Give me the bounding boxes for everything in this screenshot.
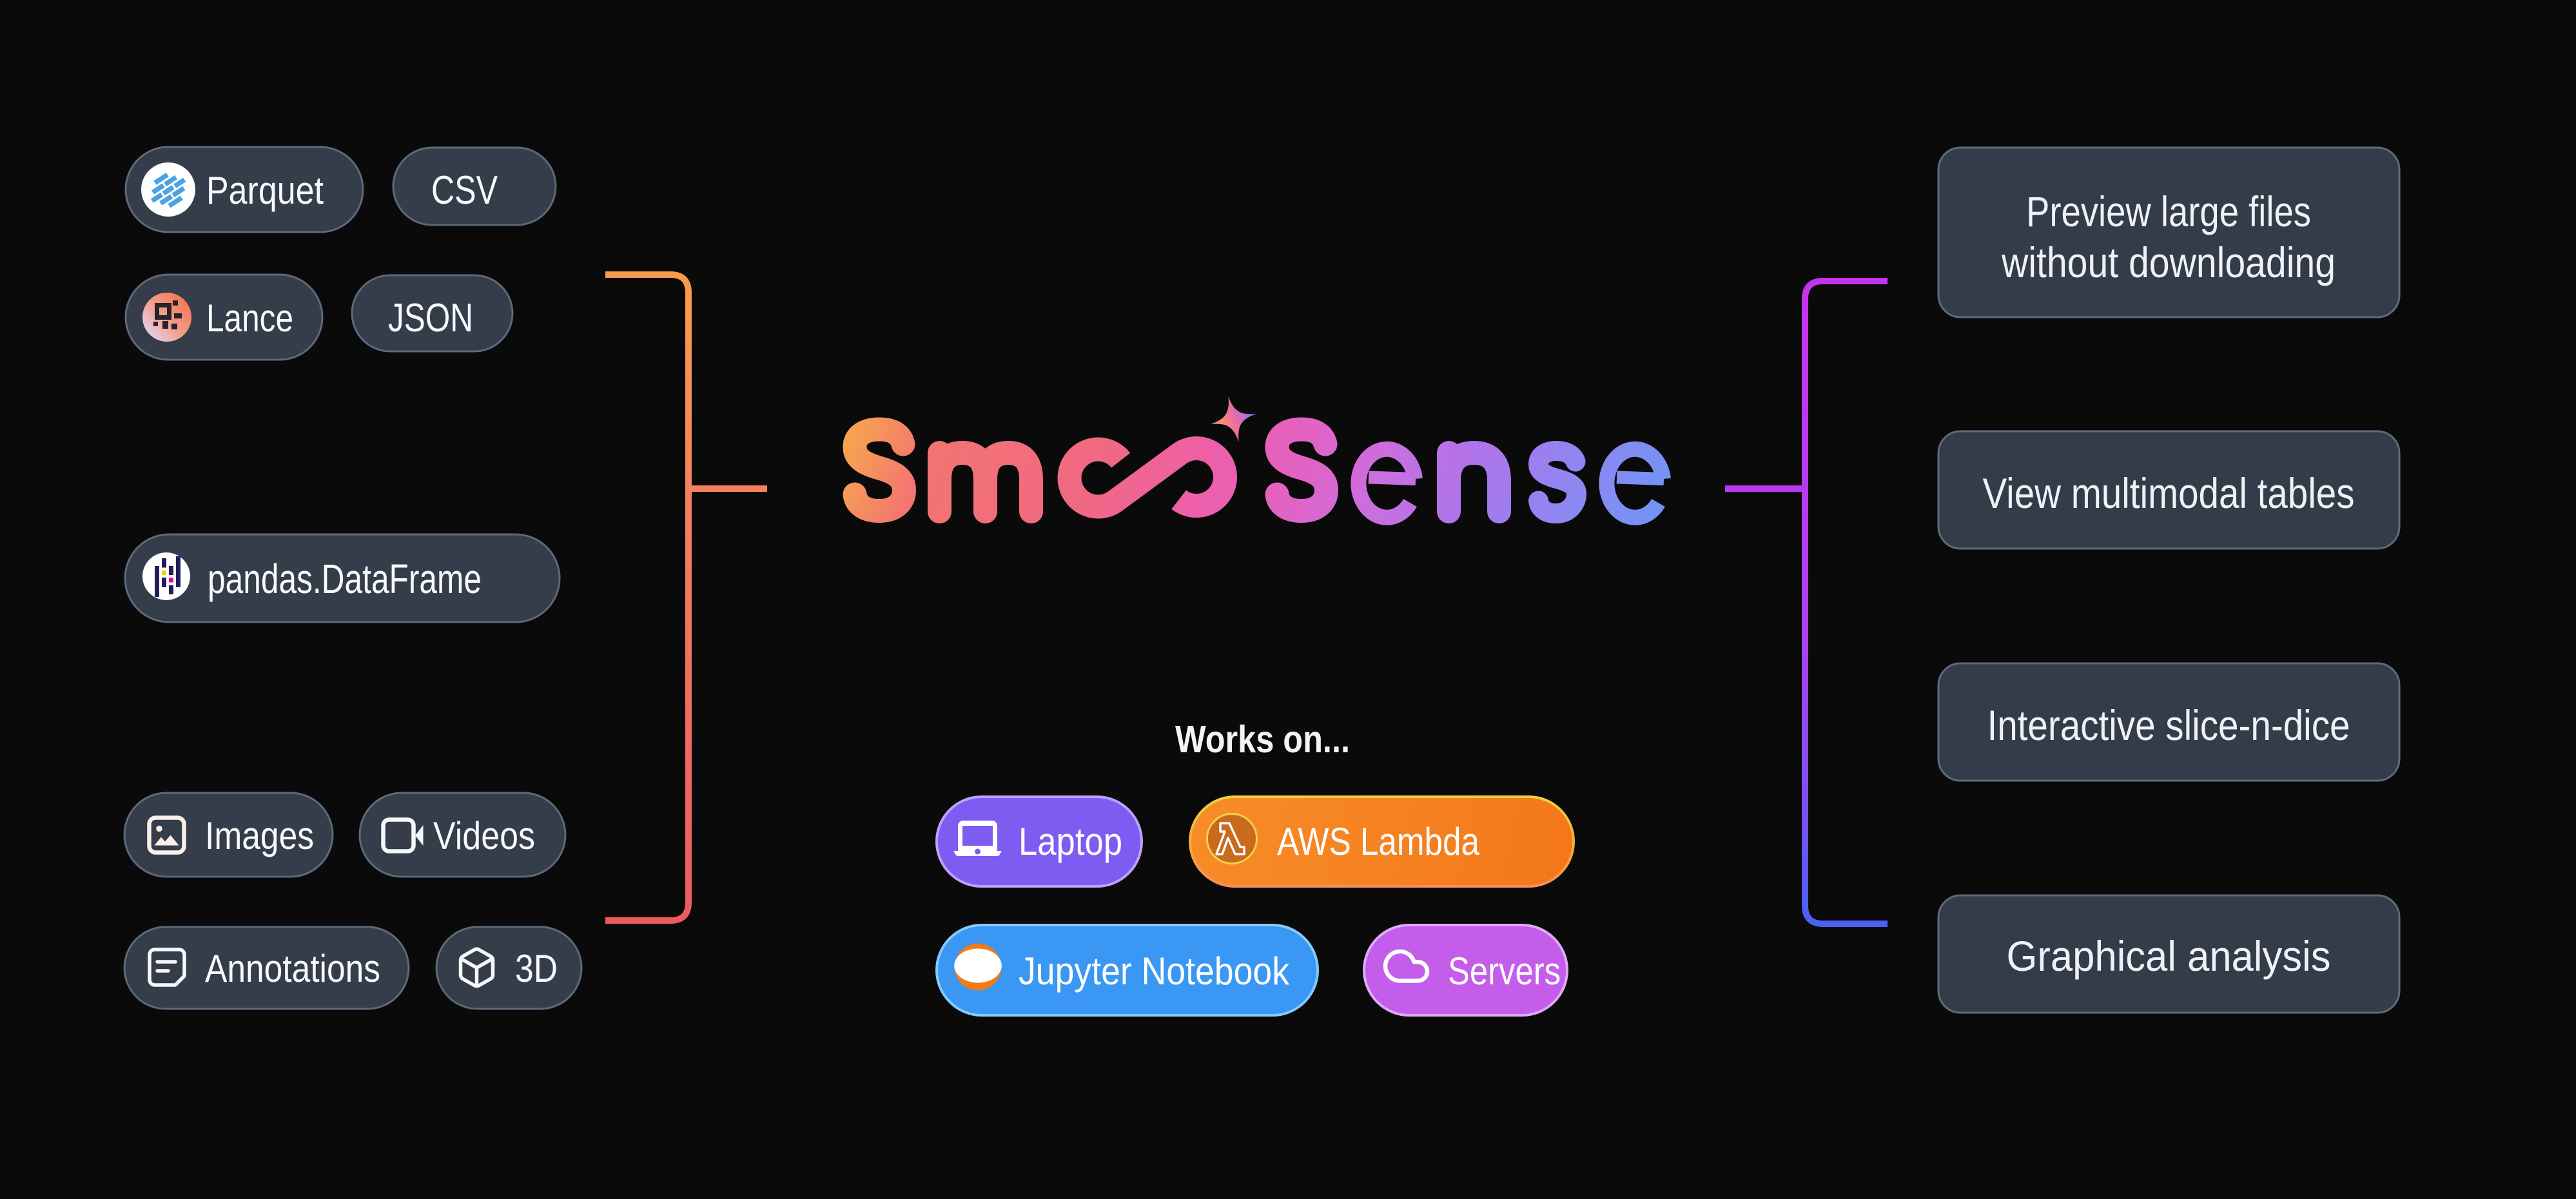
svg-text:Annotations: Annotations (205, 947, 380, 990)
svg-text:Lance: Lance (206, 297, 293, 340)
svg-text:Interactive slice-n-dice: Interactive slice-n-dice (1987, 701, 2350, 749)
svg-text:AWS Lambda: AWS Lambda (1277, 820, 1480, 863)
svg-text:pandas.DataFrame: pandas.DataFrame (208, 556, 482, 602)
svg-text:Graphical analysis: Graphical analysis (2007, 932, 2331, 980)
svg-text:Videos: Videos (433, 814, 535, 857)
svg-text:Works on...: Works on... (1175, 718, 1350, 761)
svg-text:3D: 3D (515, 947, 558, 990)
svg-text:CSV: CSV (431, 168, 498, 213)
svg-text:Servers: Servers (1448, 950, 1561, 993)
svg-text:Parquet: Parquet (206, 169, 324, 212)
svg-text:JSON: JSON (388, 296, 473, 340)
svg-text:Images: Images (205, 814, 314, 857)
svg-text:Laptop: Laptop (1019, 820, 1122, 863)
svg-text:Jupyter Notebook: Jupyter Notebook (1019, 950, 1290, 993)
svg-text:Preview large files: Preview large files (2026, 188, 2311, 235)
svg-text:without downloading: without downloading (2001, 239, 2336, 286)
svg-text:View multimodal tables: View multimodal tables (1983, 469, 2355, 517)
